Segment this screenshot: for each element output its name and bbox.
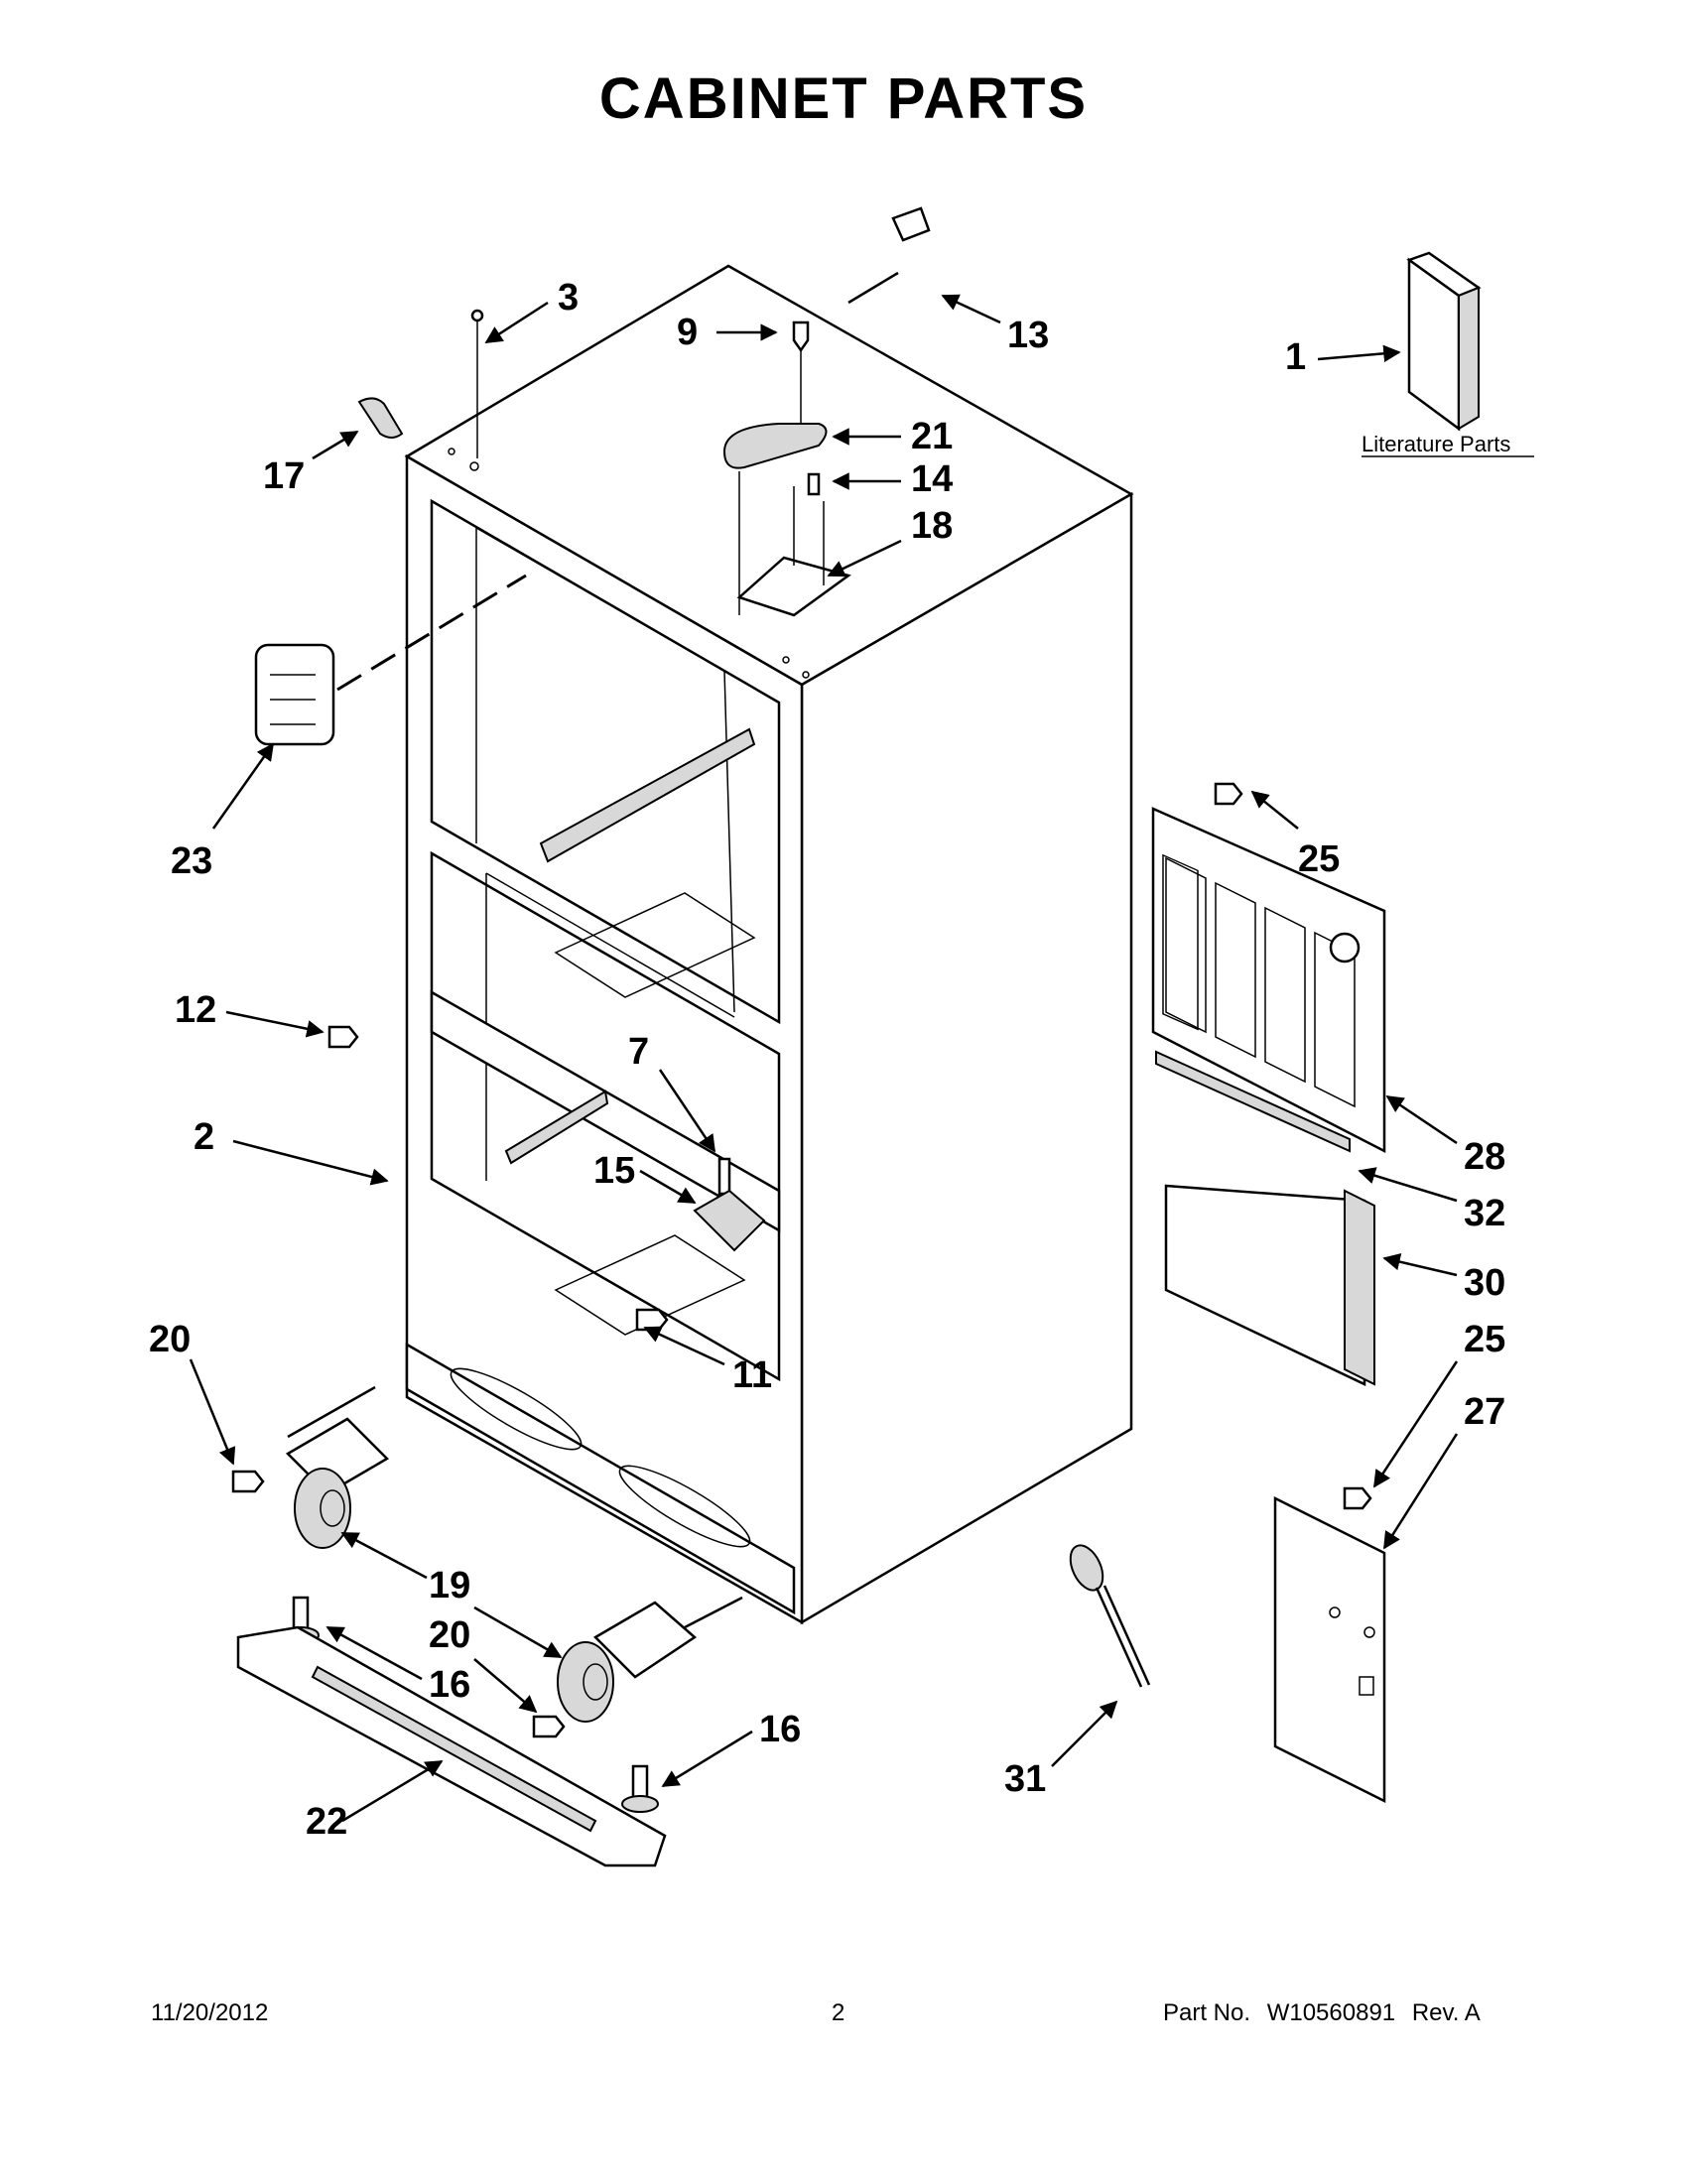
callout-23: 23	[171, 840, 212, 882]
callout-16-right: 16	[759, 1709, 801, 1750]
callout-22: 22	[306, 1801, 347, 1843]
literature-parts-label: Literature Parts	[1362, 432, 1510, 456]
callout-2: 2	[194, 1116, 214, 1158]
callout-15: 15	[593, 1150, 635, 1192]
callout-14: 14	[911, 458, 953, 500]
callout-28: 28	[1464, 1136, 1505, 1178]
roller-right-19-icon	[557, 1601, 698, 1723]
page-title: CABINET PARTS	[598, 66, 1089, 131]
footer-part-info: Part No. W10560891 Rev. A	[1163, 1999, 1491, 2027]
hinge-15-icon	[693, 1189, 766, 1252]
screw-25-top-icon	[1214, 782, 1243, 806]
footer-page-number: 2	[832, 1999, 845, 2026]
screw-20-right-icon	[532, 1715, 566, 1738]
screw-25-bottom-icon	[1343, 1486, 1372, 1510]
callout-31: 31	[1004, 1758, 1046, 1800]
leader-arrows	[189, 294, 1459, 1823]
wrench-31-icon	[1069, 1544, 1151, 1688]
part-label: Part No.	[1163, 1999, 1251, 2026]
callout-19: 19	[429, 1565, 470, 1606]
access-panel-27-icon	[1273, 1495, 1386, 1804]
top-hinge-assembly	[722, 321, 851, 617]
callout-25-top: 25	[1298, 838, 1340, 880]
callout-7: 7	[628, 1031, 649, 1073]
screw-3-icon	[470, 309, 484, 458]
part-number: W10560891	[1266, 1999, 1396, 2026]
gasket-32-icon	[1155, 1050, 1351, 1153]
callout-27: 27	[1464, 1391, 1505, 1433]
insulation-30-icon	[1164, 1184, 1366, 1386]
callout-17: 17	[263, 455, 305, 497]
screw-11-icon	[635, 1308, 669, 1332]
revision: Rev. A	[1411, 1999, 1481, 2026]
callout-16-left: 16	[429, 1664, 470, 1706]
screw-12-icon	[327, 1025, 359, 1049]
leveler-right-16-icon	[621, 1764, 659, 1813]
roller-left-19-icon	[285, 1417, 390, 1549]
base-grille-22-icon	[236, 1625, 667, 1867]
screw-20-left-icon	[231, 1470, 265, 1493]
callout-20-left: 20	[149, 1319, 191, 1360]
tape-17-icon	[357, 397, 404, 439]
literature-booklet-icon	[1406, 251, 1482, 432]
footer-date: 11/20/2012	[151, 1999, 269, 2026]
callout-13: 13	[1007, 315, 1049, 356]
callout-9: 9	[677, 312, 698, 353]
stud-7-icon	[717, 1157, 731, 1196]
callout-32: 32	[1464, 1193, 1505, 1234]
callout-12: 12	[175, 989, 216, 1031]
callout-25-bottom: 25	[1464, 1319, 1505, 1360]
callout-3: 3	[558, 277, 579, 319]
callout-20-right: 20	[429, 1614, 470, 1656]
label-13-icon	[891, 206, 931, 242]
callout-30: 30	[1464, 1262, 1505, 1304]
callout-21: 21	[911, 416, 953, 457]
control-badge-23-icon	[254, 643, 335, 746]
cabinet-body	[404, 264, 1134, 1625]
callout-11: 11	[732, 1354, 772, 1396]
rear-grille-28	[1151, 807, 1386, 1154]
callout-labels: 3 9 13 1 21 14 18 17 23 25 12 7 2 15 28 …	[149, 277, 1534, 1843]
callout-18: 18	[911, 505, 953, 547]
callout-1: 1	[1285, 336, 1306, 378]
